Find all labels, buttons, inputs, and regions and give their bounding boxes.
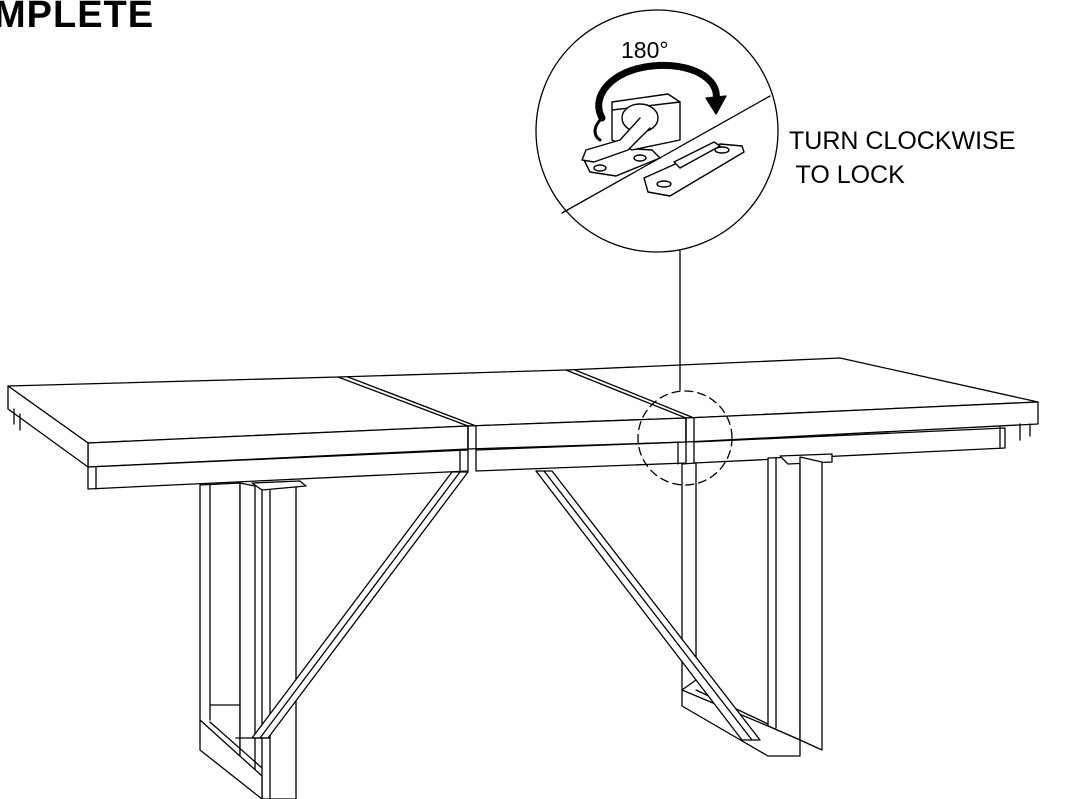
left-brace <box>236 472 468 738</box>
right-leg <box>682 454 832 756</box>
left-leg <box>200 481 306 799</box>
right-brace <box>536 471 760 740</box>
instruction-line-1: TURN CLOCKWISE <box>789 127 1016 155</box>
callout-dashed-circle <box>638 391 732 485</box>
instruction-note: TURN CLOCKWISE TO LOCK <box>789 124 1015 192</box>
step-title: MPLETE <box>0 0 155 36</box>
rotation-angle-label: 180° <box>621 37 669 63</box>
instruction-line-2: TO LOCK <box>789 161 905 189</box>
clockwise-arrow-icon <box>595 65 726 140</box>
latch-lock-icon <box>582 94 744 196</box>
table-top <box>8 358 1038 489</box>
